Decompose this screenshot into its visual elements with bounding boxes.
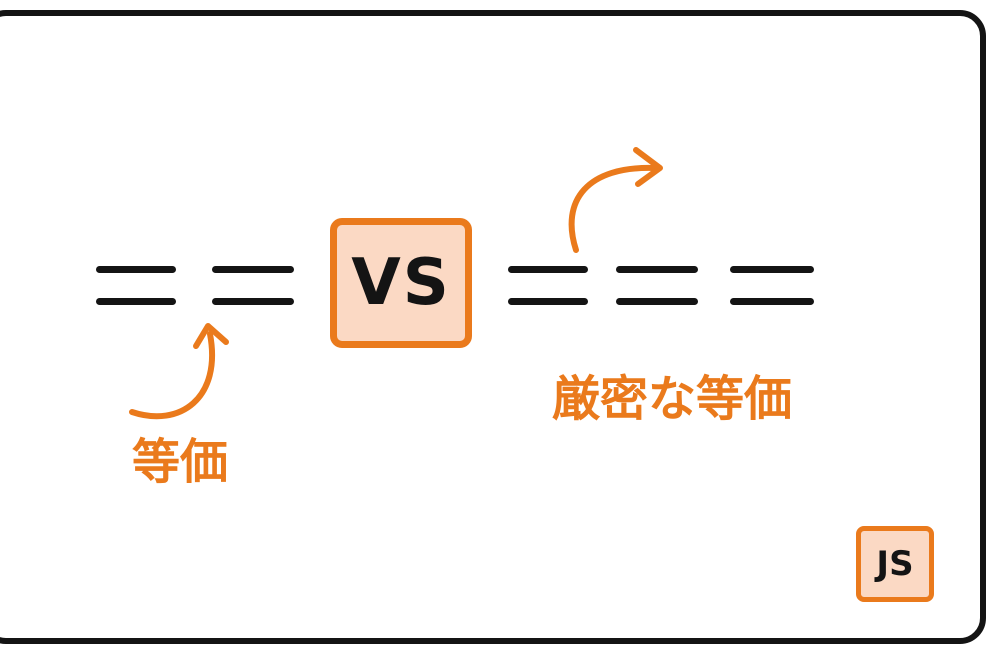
equals-bar [616, 298, 698, 305]
vs-label: VS [351, 246, 451, 320]
js-label: JS [876, 544, 914, 584]
equals-bar [96, 266, 176, 273]
equals-bar [508, 266, 588, 273]
equals-bar [212, 298, 294, 305]
curved-arrow-icon [568, 147, 663, 253]
vs-badge: VS [330, 218, 472, 348]
equals-bar [212, 266, 294, 273]
equals-bar [96, 298, 176, 305]
card-frame [0, 10, 986, 644]
loose-equality-label: 等価 [132, 434, 229, 490]
equals-bar [730, 266, 814, 273]
strict-equality-label: 厳密な等価 [552, 371, 793, 427]
curved-arrow-icon [129, 323, 229, 420]
equals-bar [616, 266, 698, 273]
equals-bar [508, 298, 588, 305]
equals-bar [730, 298, 814, 305]
js-badge: JS [856, 526, 934, 602]
